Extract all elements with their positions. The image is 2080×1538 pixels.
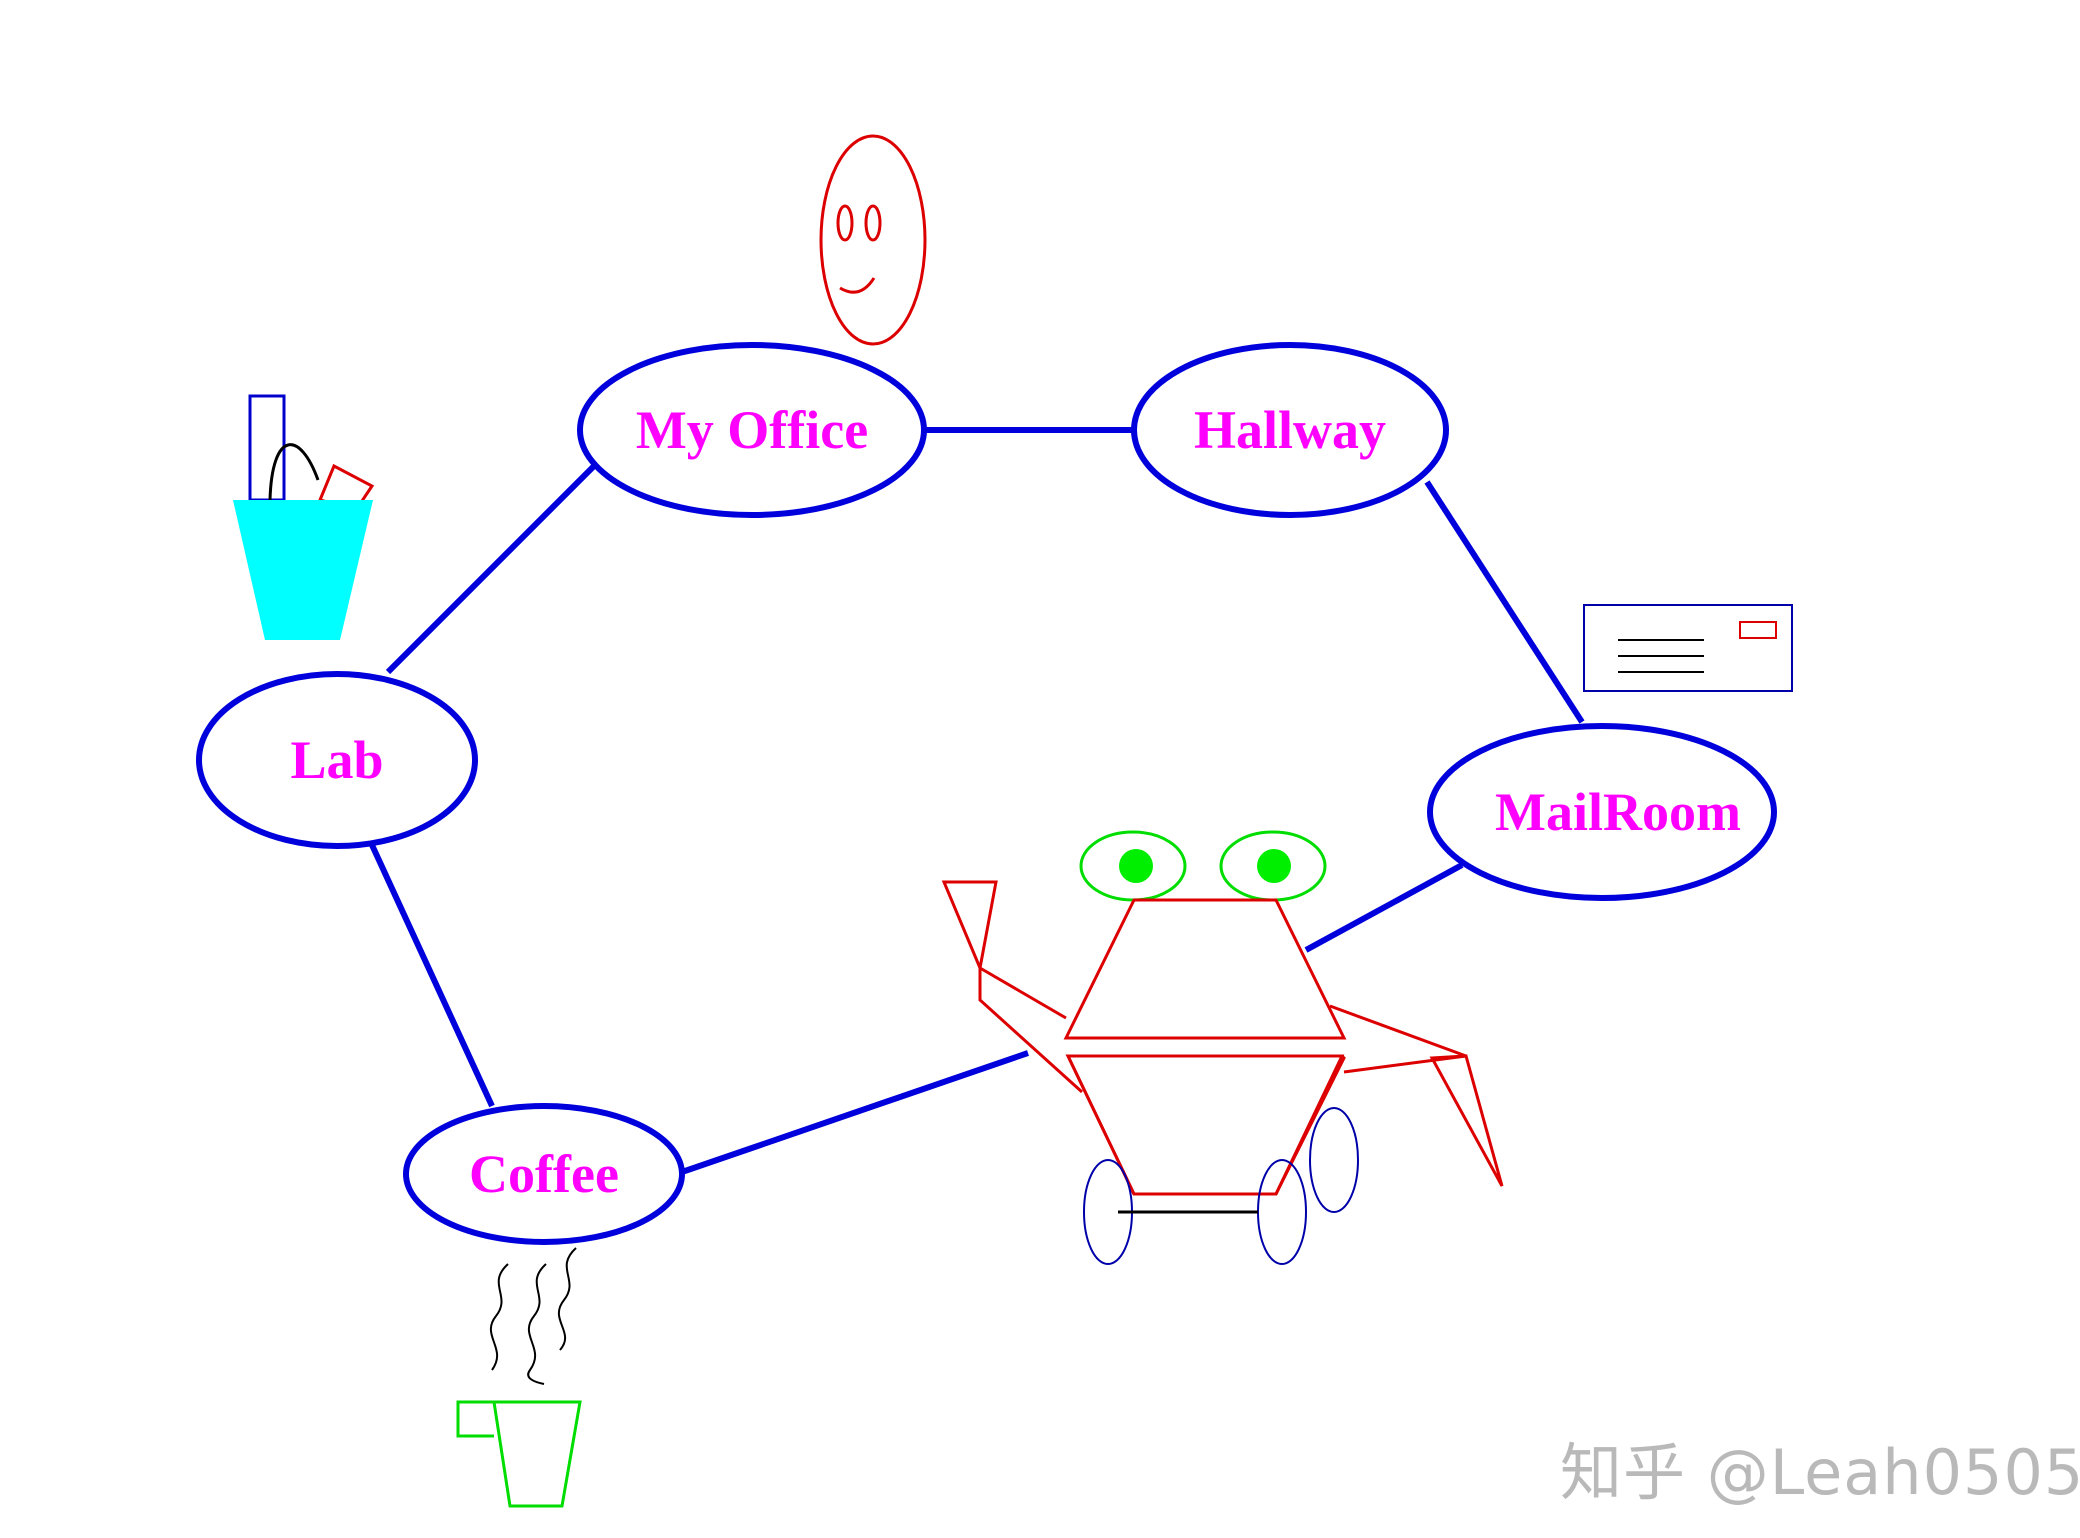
robot-head [1063,898,1347,1040]
robot-right-arm [1329,1004,1504,1187]
node-label-lab: Lab [290,730,383,790]
robot-icon [941,830,1504,1265]
edges [369,427,1585,1175]
node-my-office[interactable]: My Office [577,342,927,518]
coffee-steam-icon [489,1247,577,1385]
edge-coffee-robot [681,1050,1029,1175]
robot-wheels [1083,1107,1359,1265]
node-hallway[interactable]: Hallway [1131,342,1449,518]
node-label-my-office: My Office [636,400,868,460]
edge-lab-coffee [369,843,495,1108]
lab-trash-bin-icon [233,394,375,640]
coffee-cup-icon [456,1400,582,1508]
edge-office-lab [385,463,597,675]
robot-left-arm [941,880,1084,1094]
smiley-face-icon [819,134,927,346]
envelope-icon [1583,604,1793,692]
edge-robot-mailroom [1304,862,1464,953]
node-label-mailroom: MailRoom [1495,782,1741,842]
watermark-text: 知乎 @Leah0505 [1560,1436,2080,1509]
robot-eyes [1079,830,1327,902]
node-mailroom[interactable]: MailRoom [1427,723,1777,901]
node-lab[interactable]: Lab [196,671,478,849]
edge-hallway-mailroom [1424,480,1585,724]
node-coffee[interactable]: Coffee [403,1103,685,1245]
node-label-hallway: Hallway [1194,400,1386,460]
node-label-coffee: Coffee [469,1144,619,1204]
robot-body [1065,1054,1346,1196]
